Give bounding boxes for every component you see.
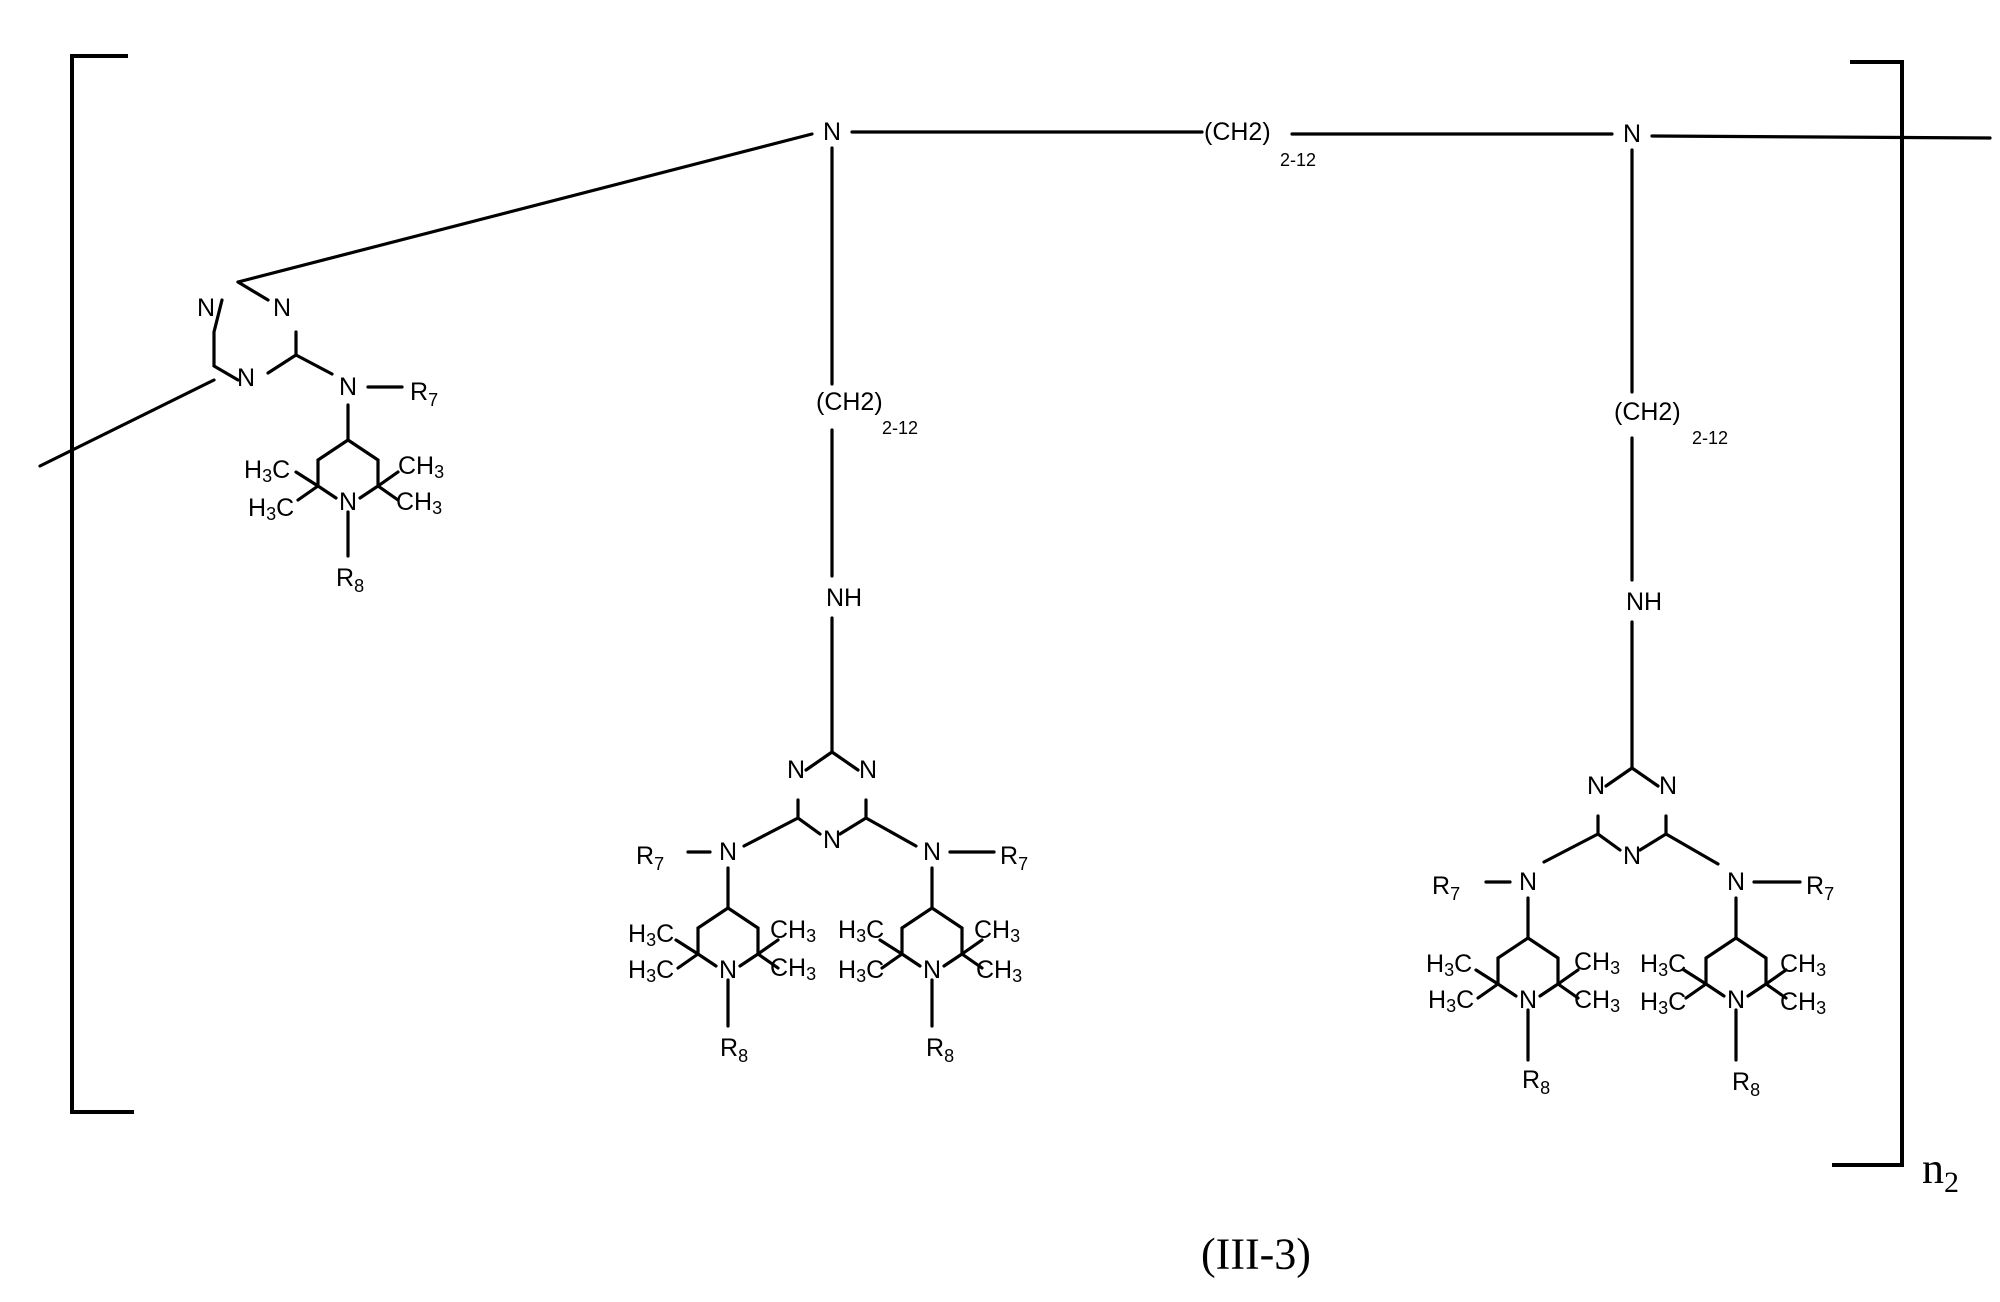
methyl-2a-2: H3C — [628, 956, 674, 986]
pendant-spacer-2: (CH2) — [1614, 398, 1681, 426]
triazine-1-n-bottom: N — [237, 364, 255, 392]
piperidine-2a-nitrogen: N — [719, 956, 737, 984]
r8-label-3a: R8 — [1522, 1066, 1550, 1098]
r8-label-3b: R8 — [1732, 1068, 1760, 1100]
r8-label-1: R8 — [336, 564, 364, 596]
backbone — [40, 132, 1990, 466]
methyl-2b-3: CH3 — [974, 916, 1020, 946]
methyl-3a-3: CH3 — [1574, 948, 1620, 978]
piperidine-3a-nitrogen: N — [1519, 986, 1537, 1014]
r7-label-2a: R7 — [636, 842, 664, 874]
triazine-2-n-left: N — [787, 756, 805, 784]
compound-label: (III-3) — [1201, 1230, 1311, 1279]
repeat-unit-label: n2 — [1922, 1144, 1959, 1199]
amine-nitrogen-3a: N — [1519, 868, 1537, 896]
triazine-1-n-top-right: N — [273, 294, 291, 322]
backbone-spacer: (CH2) — [1204, 118, 1271, 146]
amine-nitrogen-1: N — [339, 373, 357, 401]
backbone-spacer-range: 2-12 — [1280, 150, 1316, 170]
r8-label-2b: R8 — [926, 1034, 954, 1066]
r7-label-3a: R7 — [1432, 872, 1460, 904]
piperidine-2b-nitrogen: N — [923, 956, 941, 984]
amine-nitrogen-3b: N — [1727, 868, 1745, 896]
pendant-spacer-1: (CH2) — [816, 388, 883, 416]
right-bracket — [1832, 62, 1902, 1165]
r7-label-1: R7 — [410, 378, 438, 410]
triazine-2-n-right: N — [859, 756, 877, 784]
amine-nh-2: NH — [1626, 588, 1662, 616]
methyl-2a-1: H3C — [628, 920, 674, 950]
methyl-3b-1: H3C — [1640, 950, 1686, 980]
methyl-1c: CH3 — [398, 452, 444, 482]
triazine-3-n-bottom: N — [1623, 842, 1641, 870]
methyl-2b-2: H3C — [838, 956, 884, 986]
methyl-1d: CH3 — [396, 488, 442, 518]
methyl-1a: H3C — [244, 456, 290, 486]
triazine-3-n-right: N — [1659, 772, 1677, 800]
triazine-2-n-bottom: N — [823, 826, 841, 854]
pendant-spacer-range-1: 2-12 — [882, 418, 918, 438]
methyl-2b-1: H3C — [838, 916, 884, 946]
triazine-ring-3 — [1486, 768, 1800, 938]
methyl-3a-4: CH3 — [1574, 986, 1620, 1016]
amine-nh-1: NH — [826, 584, 862, 612]
amine-nitrogen-2b: N — [923, 838, 941, 866]
backbone-nitrogen-1: N — [823, 118, 841, 146]
methyl-3b-4: CH3 — [1780, 988, 1826, 1018]
methyl-3a-1: H3C — [1426, 950, 1472, 980]
methyl-2a-4: CH3 — [770, 954, 816, 984]
backbone-nitrogen-2: N — [1623, 120, 1641, 148]
r7-label-2b: R7 — [1000, 842, 1028, 874]
methyl-3b-3: CH3 — [1780, 950, 1826, 980]
amine-nitrogen-2a: N — [719, 838, 737, 866]
piperidine-3b-nitrogen: N — [1727, 986, 1745, 1014]
triazine-3-n-left: N — [1587, 772, 1605, 800]
triazine-ring-1 — [214, 282, 402, 440]
methyl-2a-3: CH3 — [770, 916, 816, 946]
methyl-3b-2: H3C — [1640, 988, 1686, 1018]
piperidine-1-nitrogen: N — [339, 488, 357, 516]
methyl-1b: H3C — [248, 494, 294, 524]
pendant-spacer-range-2: 2-12 — [1692, 428, 1728, 448]
triazine-1-n-top-left: N — [197, 294, 215, 322]
methyl-2b-4: CH3 — [976, 956, 1022, 986]
r7-label-3b: R7 — [1806, 872, 1834, 904]
methyl-3a-2: H3C — [1428, 986, 1474, 1016]
r8-label-2a: R8 — [720, 1034, 748, 1066]
left-bracket — [72, 56, 134, 1112]
